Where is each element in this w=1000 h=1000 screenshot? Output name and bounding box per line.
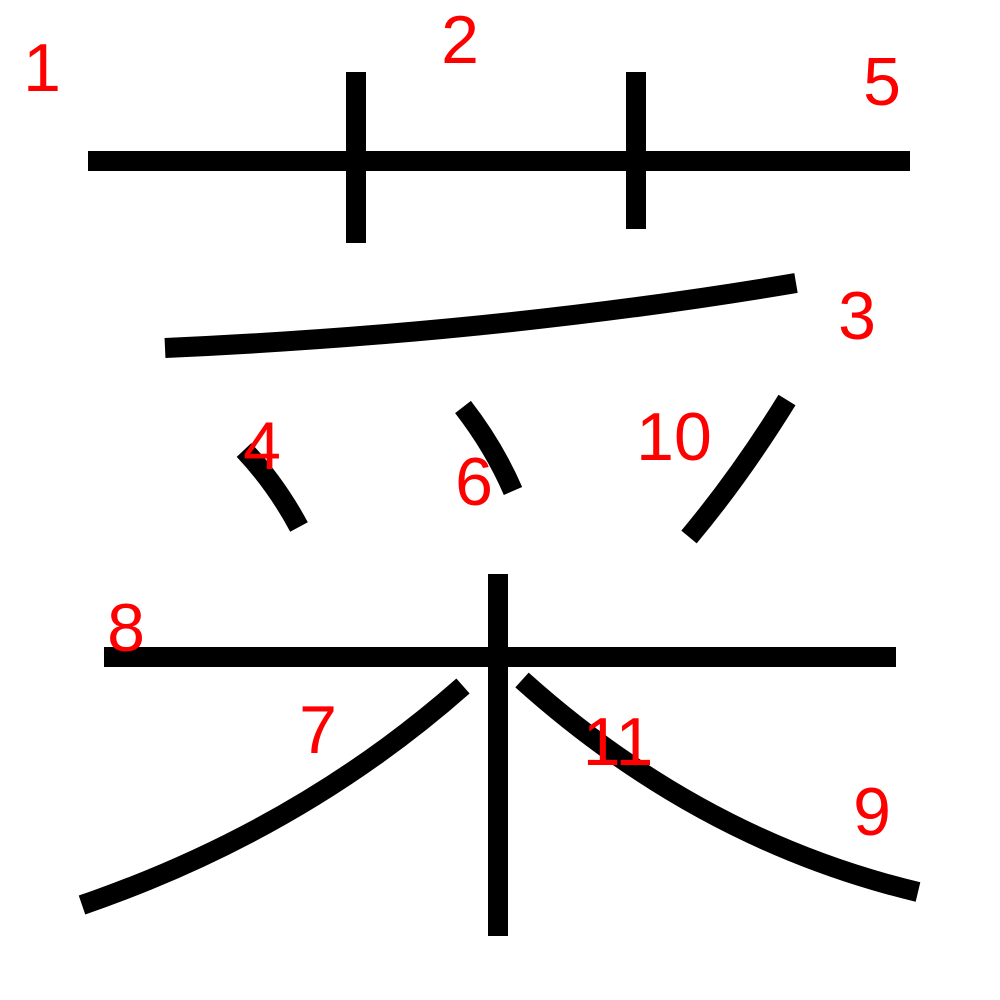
stroke-10 <box>681 394 796 544</box>
stroke-4 <box>236 443 308 532</box>
stroke-number-10: 10 <box>636 399 712 475</box>
stroke-number-3: 3 <box>838 278 876 354</box>
stroke-3 <box>164 273 798 358</box>
stroke-number-9: 9 <box>853 774 891 850</box>
stroke-number-2: 2 <box>441 2 479 78</box>
stroke-7 <box>78 678 470 915</box>
stroke-9 <box>515 672 921 902</box>
stroke-number-5: 5 <box>863 44 901 120</box>
stroke-number-1: 1 <box>23 30 61 106</box>
stroke-number-6: 6 <box>455 444 493 520</box>
stroke-number-7: 7 <box>299 692 337 768</box>
stroke-number-8: 8 <box>107 590 145 666</box>
stroke-number-11: 11 <box>583 704 654 780</box>
stroke-6 <box>455 400 523 495</box>
stroke-number-labels: 1 2 3 4 5 6 7 8 9 10 11 <box>23 2 901 850</box>
character-strokes <box>78 72 921 936</box>
stroke-number-4: 4 <box>243 408 281 484</box>
